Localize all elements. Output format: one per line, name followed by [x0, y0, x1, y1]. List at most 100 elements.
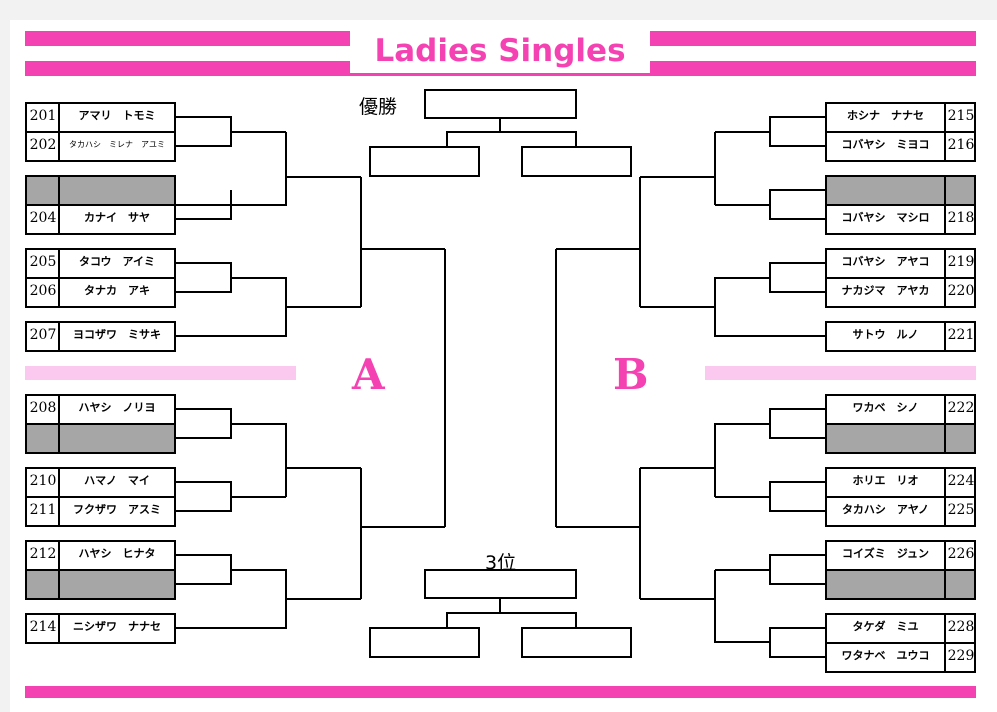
bye-slot [25, 175, 176, 206]
entry-number: 216 [947, 137, 975, 153]
champion-label: 優勝 [359, 96, 398, 118]
entry-number: 208 [29, 400, 57, 416]
entry-divider [58, 571, 60, 598]
bracket-line [714, 570, 770, 643]
player-entry: 226 コイズミ ジュン [825, 540, 976, 571]
bye-slot [25, 423, 176, 454]
entry-number: 225 [947, 502, 975, 518]
entry-number: 215 [947, 108, 975, 124]
entry-name: タケダ ミユ [852, 620, 919, 633]
final-slot-right [521, 146, 632, 177]
entry-name: サトウ ルノ [852, 328, 919, 341]
bracket-line [446, 599, 501, 627]
bye-slot [825, 423, 976, 454]
entry-divider [58, 279, 60, 306]
bracket-line [176, 262, 232, 293]
entry-number: 221 [947, 327, 975, 343]
entry-name: コバヤシ ミヨコ [841, 138, 930, 151]
entry-name: ナカジマ アヤカ [841, 284, 930, 297]
bracket-line [500, 612, 577, 627]
player-entry: 222 ワカベ シノ [825, 394, 976, 425]
bracket-line [176, 408, 232, 439]
entry-divider [944, 615, 946, 642]
entry-number: 201 [29, 108, 57, 124]
entry-number: 212 [29, 546, 57, 562]
entry-number: 211 [29, 502, 57, 518]
player-entry: 218 コバヤシ マシロ [825, 204, 976, 235]
third-slot-left [369, 627, 480, 658]
player-entry: 216 コバヤシ ミヨコ [825, 131, 976, 162]
bracket-line [769, 408, 825, 439]
entry-number: 229 [947, 648, 975, 664]
bracket-line [176, 116, 232, 147]
entry-divider [58, 250, 60, 277]
entry-name: コバヤシ マシロ [841, 211, 930, 224]
entry-number: 228 [947, 619, 975, 635]
entry-number: 222 [947, 400, 975, 416]
divider-left [25, 366, 296, 380]
entry-number: 207 [29, 327, 57, 343]
bracket-line [769, 481, 825, 512]
player-entry: 214 ニシザワ ナナセ [25, 613, 176, 644]
entry-name: ホリエ リオ [852, 474, 919, 487]
entry-number: 226 [947, 546, 975, 562]
entry-name: ワカベ シノ [852, 401, 919, 414]
entry-number: 220 [947, 283, 975, 299]
entry-divider [58, 498, 60, 525]
entry-divider [58, 206, 60, 233]
bye-slot [825, 569, 976, 600]
entry-divider [58, 615, 60, 642]
entry-number: 219 [947, 254, 975, 270]
entry-name: ワタナベ ユウコ [841, 649, 930, 662]
bracket-line [769, 262, 825, 293]
entry-number: 210 [29, 473, 57, 489]
entry-number: 218 [947, 210, 975, 226]
bracket-line [176, 554, 232, 585]
champion-box [424, 89, 577, 119]
player-entry: 228 タケダ ミユ [825, 613, 976, 644]
footer-bar [25, 686, 976, 698]
player-entry: 215 ホシナ ナナセ [825, 102, 976, 133]
entry-divider [944, 279, 946, 306]
player-entry: 204 カナイ サヤ [25, 204, 176, 235]
entry-divider [944, 542, 946, 569]
entry-divider [944, 250, 946, 277]
entry-name: ホシナ ナナセ [847, 109, 924, 122]
bracket-line [769, 554, 825, 585]
entry-number: 214 [29, 619, 57, 635]
bracket-line [446, 119, 501, 146]
bracket-line [176, 481, 232, 512]
entry-name: カナイ サヤ [84, 211, 150, 224]
entry-name: ニシザワ ナナセ [73, 620, 161, 633]
entry-divider [58, 542, 60, 569]
entry-divider [58, 104, 60, 131]
entry-name: タカハシ ミレナ アユミ [69, 140, 165, 149]
entry-divider [944, 133, 946, 160]
entry-divider [58, 177, 60, 204]
entry-name: ハヤシ ヒナタ [78, 547, 156, 560]
entry-divider [944, 104, 946, 131]
entry-number: 204 [29, 210, 57, 226]
player-entry: 225 タカハシ アヤノ [825, 496, 976, 527]
player-entry: 229 ワタナベ ユウコ [825, 642, 976, 673]
entry-name: アマリ トモミ [78, 109, 156, 122]
entry-divider [944, 644, 946, 671]
entry-name: コイズミ ジュン [842, 547, 929, 560]
bracket-line [714, 423, 770, 497]
block-a-label: A [352, 350, 385, 399]
entry-divider [944, 425, 946, 452]
entry-divider [58, 133, 60, 160]
entry-divider [58, 469, 60, 496]
entry-name: タカハシ アヤノ [841, 503, 930, 516]
bracket-line [769, 189, 825, 220]
bracket-line [176, 190, 232, 220]
entry-divider [58, 425, 60, 452]
bye-slot [25, 569, 176, 600]
